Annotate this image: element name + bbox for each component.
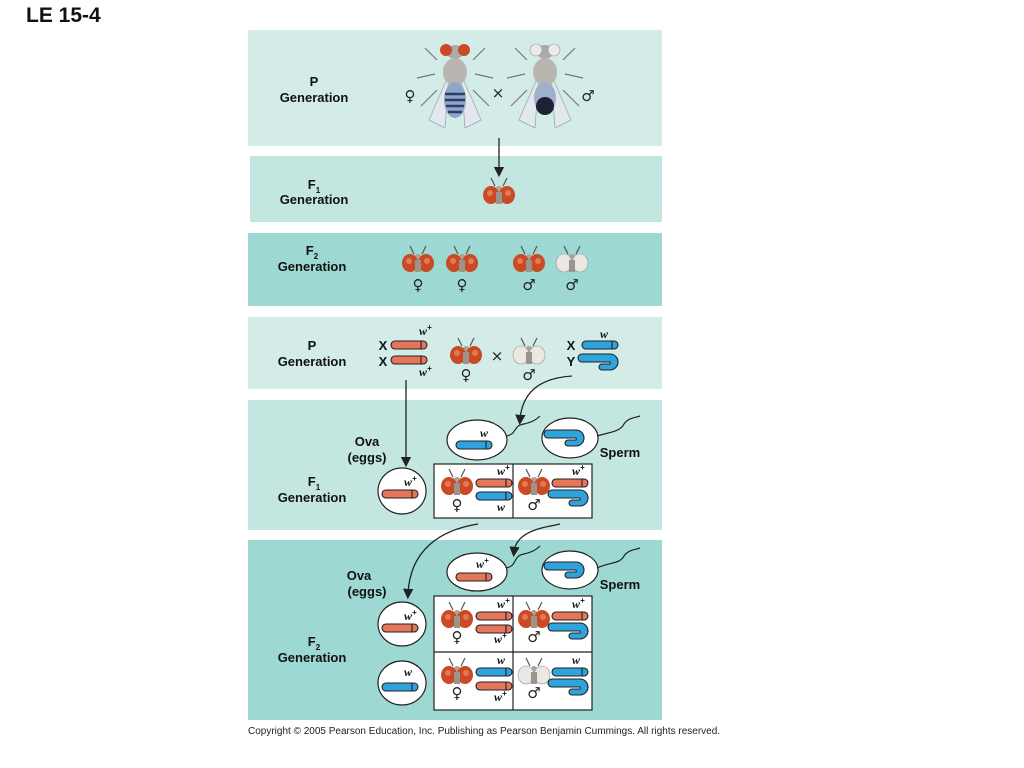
copyright-notice: Copyright © 2005 Pearson Education, Inc.… bbox=[248, 726, 720, 737]
sperm-cell-x: w bbox=[446, 415, 541, 461]
ova-label: Ova bbox=[355, 434, 380, 449]
sperm-label: Sperm bbox=[600, 577, 640, 592]
w-plus-allele-label: w+ bbox=[494, 631, 507, 646]
generation-label: Generation bbox=[280, 90, 349, 105]
x-chromosome-label: X bbox=[379, 338, 388, 353]
f1-label: F1 bbox=[308, 474, 321, 492]
egg-cell-w-plus: w+ bbox=[377, 467, 427, 515]
panel-f1-generation-phenotype bbox=[250, 156, 662, 222]
red-x-chromosome bbox=[551, 478, 589, 488]
male-symbol: ♂ bbox=[522, 276, 535, 294]
arrow-to-sperm bbox=[515, 375, 573, 426]
female-symbol: ♀ bbox=[452, 496, 463, 514]
f2-label: F2 bbox=[306, 243, 319, 261]
egg-cell-w: w bbox=[377, 660, 427, 706]
w-plus-allele-label: w+ bbox=[404, 474, 417, 489]
x-chromosome-label: X bbox=[379, 354, 388, 369]
w-plus-allele-label: w+ bbox=[494, 689, 507, 704]
w-allele-label: w bbox=[497, 653, 506, 667]
ova-label: Ova bbox=[347, 568, 372, 583]
generation-label: Generation bbox=[278, 354, 347, 369]
sperm-cell-y bbox=[541, 547, 641, 590]
female-symbol: ♀ bbox=[405, 87, 416, 105]
w-plus-allele-label: w+ bbox=[476, 556, 489, 571]
cross-symbol: × bbox=[492, 84, 505, 102]
female-symbol: ♀ bbox=[457, 276, 468, 294]
male-symbol: ♂ bbox=[565, 276, 578, 294]
cross-symbol: × bbox=[491, 347, 504, 365]
w-allele-label: w bbox=[404, 665, 413, 679]
w-plus-allele-label: w+ bbox=[497, 463, 510, 478]
red-x-chromosome bbox=[475, 478, 513, 488]
blue-x-chromosome bbox=[475, 667, 513, 677]
w-allele-label: w bbox=[497, 500, 506, 514]
w-plus-allele-label: w+ bbox=[419, 323, 432, 338]
w-plus-allele-label: w+ bbox=[497, 596, 510, 611]
female-symbol: ♀ bbox=[413, 276, 424, 294]
red-x-chromosome bbox=[475, 611, 513, 621]
egg-cell-w-plus: w+ bbox=[377, 601, 427, 647]
red-x-chromosome bbox=[551, 611, 589, 621]
arrow-to-f2-ova bbox=[403, 523, 479, 600]
female-symbol: ♀ bbox=[461, 366, 472, 384]
sperm-label: Sperm bbox=[600, 445, 640, 460]
eggs-label: (eggs) bbox=[348, 450, 387, 465]
p-label: P bbox=[310, 74, 319, 89]
generation-label: Generation bbox=[278, 490, 347, 505]
y-chromosome-label: Y bbox=[567, 354, 576, 369]
red-x-chromosome bbox=[390, 340, 428, 350]
x-chromosome-label: X bbox=[567, 338, 576, 353]
male-symbol: ♂ bbox=[527, 684, 540, 702]
eggs-label: (eggs) bbox=[348, 584, 387, 599]
red-x-chromosome bbox=[390, 355, 428, 365]
w-plus-allele-label: w+ bbox=[572, 463, 585, 478]
p-label: P bbox=[308, 338, 317, 353]
male-symbol: ♂ bbox=[522, 366, 535, 384]
male-symbol: ♂ bbox=[581, 87, 594, 105]
generation-label: Generation bbox=[280, 192, 349, 207]
w-plus-allele-label: w+ bbox=[572, 596, 585, 611]
w-allele-label: w bbox=[600, 327, 609, 341]
w-plus-allele-label: w+ bbox=[404, 608, 417, 623]
male-symbol: ♂ bbox=[527, 496, 540, 514]
sperm-cell-x-plus: w+ bbox=[446, 545, 541, 592]
f2-label: F2 bbox=[308, 634, 321, 652]
male-symbol: ♂ bbox=[527, 628, 540, 646]
blue-x-chromosome bbox=[551, 667, 589, 677]
slide-title: LE 15-4 bbox=[26, 4, 101, 27]
generation-label: Generation bbox=[278, 650, 347, 665]
female-symbol: ♀ bbox=[452, 684, 463, 702]
sperm-cell-y bbox=[541, 415, 641, 459]
w-allele-label: w bbox=[572, 653, 581, 667]
arrow-to-f2-sperm bbox=[509, 523, 561, 558]
generation-label: Generation bbox=[278, 259, 347, 274]
blue-x-chromosome bbox=[581, 340, 619, 350]
w-plus-allele-label: w+ bbox=[419, 364, 432, 379]
f1-label: F1 bbox=[308, 177, 321, 195]
female-symbol: ♀ bbox=[452, 628, 463, 646]
w-allele-label: w bbox=[480, 426, 489, 440]
blue-x-chromosome bbox=[475, 491, 513, 501]
